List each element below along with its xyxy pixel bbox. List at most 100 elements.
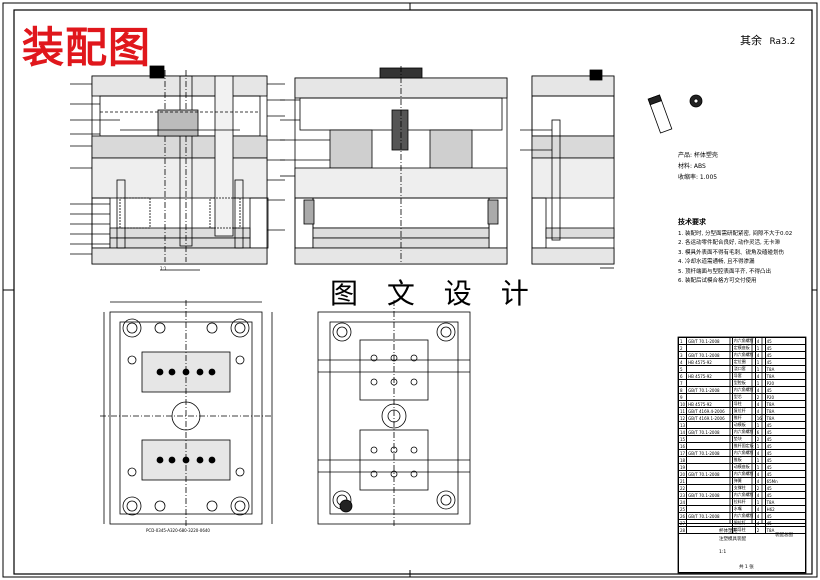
bom-cell xyxy=(686,484,733,492)
bom-cell: P20 xyxy=(764,393,807,401)
bom-cell: 24 xyxy=(677,498,688,506)
bom-cell: GB/T 70.1-2008 xyxy=(686,428,733,436)
bom-cell: 内六角螺钉 xyxy=(731,512,756,520)
bom-cell: 内六角螺钉 xyxy=(731,337,756,345)
bom-cell: 1 xyxy=(754,463,766,471)
front-section-view xyxy=(70,65,285,271)
technical-requirements: 技术要求 1. 装配时, 分型面需研配紧密, 间隙不大于0.02 2. 各运动零… xyxy=(678,218,806,287)
bom-cell: GB/T 70.1-2008 xyxy=(686,470,733,478)
bom-cell: 45 xyxy=(764,491,807,499)
bom-cell: 导套 xyxy=(731,372,756,380)
bom-cell: 1 xyxy=(754,421,766,429)
bom-cell: 45 xyxy=(764,470,807,478)
bom-cell: 4 xyxy=(754,449,766,457)
bom-cell: 4 xyxy=(754,512,766,520)
bom-cell: 4 xyxy=(677,358,688,366)
bom-cell: 4 xyxy=(754,477,766,485)
bom-cell: GB/T 70.1-2008 xyxy=(686,386,733,394)
bom-cell: GB/T 4169.1-2006 xyxy=(686,414,733,422)
bom-cell: 1 xyxy=(754,358,766,366)
bom-cell: 22 xyxy=(677,484,688,492)
bom-cell: GB/T 70.1-2008 xyxy=(686,491,733,499)
drawing-name: 注塑模具装配 xyxy=(719,537,746,542)
bom-cell: 水嘴 xyxy=(731,505,756,513)
bom-cell: 20 xyxy=(677,470,688,478)
tech-line: 2. 各运动零件配合良好, 动作灵活, 无卡滞 xyxy=(678,240,780,246)
product-info: 产品: 杯体塑壳 材料: ABS 收缩率: 1.005 xyxy=(678,150,718,183)
bom-cell: 16 xyxy=(754,414,766,422)
title-block: 杯体塑壳 注塑模具装配 装配总图 1:1 共 1 张 xyxy=(678,523,806,573)
roughness-symbol: Ra3.2 xyxy=(769,37,796,47)
bom-cell: 4 xyxy=(754,407,766,415)
bom-cell: 17 xyxy=(677,449,688,457)
bom-cell: 2 xyxy=(754,393,766,401)
bom-cell: HB 4575-92 xyxy=(686,372,733,380)
bom-cell: HB 4575-92 xyxy=(686,400,733,408)
bom-cell: 45 xyxy=(764,337,807,345)
tech-line: 1. 装配时, 分型面需研配紧密, 间隙不大于0.02 xyxy=(678,230,793,237)
bom-cell: 45 xyxy=(764,512,807,520)
bom-cell xyxy=(686,477,733,485)
bom-cell: 4 xyxy=(754,351,766,359)
bom-cell: 4 xyxy=(754,505,766,513)
sheet-count: 共 1 张 xyxy=(739,565,754,570)
bottom-code-note: PCD-0345-A320-680-3220-0640 xyxy=(146,528,210,533)
inner-border xyxy=(13,9,813,575)
bom-cell: 45 xyxy=(764,435,807,443)
bom-cell: T8A xyxy=(764,372,807,380)
bom-cell: 内六角螺钉 xyxy=(731,428,756,436)
fixed-half-plan-view xyxy=(100,300,273,528)
bom-cell: 10 xyxy=(677,400,688,408)
bom-cell: T8A xyxy=(764,400,807,408)
surface-roughness-note: 其余 Ra3.2 xyxy=(740,32,795,48)
bom-cell: T8A xyxy=(764,414,807,422)
bom-cell: 45 xyxy=(764,386,807,394)
bom-cell: 25 xyxy=(677,505,688,513)
product-sketch xyxy=(647,94,703,134)
bom-cell: 2 xyxy=(754,484,766,492)
bom-cell: 型腔板 xyxy=(731,379,756,387)
bom-cell: 推杆固定板 xyxy=(731,442,756,450)
bom-cell: 动模板 xyxy=(731,421,756,429)
bom-cell: 45 xyxy=(764,463,807,471)
bom-cell: T8A xyxy=(764,526,807,534)
moving-half-plan-view xyxy=(317,300,471,528)
bom-cell: 12 xyxy=(677,414,688,422)
bom-cell: 3 xyxy=(677,351,688,359)
bom-cell: 45 xyxy=(764,484,807,492)
tech-heading: 技术要求 xyxy=(678,218,706,226)
bom-cell xyxy=(686,442,733,450)
bom-cell: 复位杆 xyxy=(731,407,756,415)
part-name: 杯体塑壳 xyxy=(719,529,737,534)
bom-cell xyxy=(686,463,733,471)
bom-cell: 内六角螺钉 xyxy=(731,449,756,457)
bom-cell: 6 xyxy=(677,372,688,380)
bom-cell: 15 xyxy=(677,435,688,443)
bom-cell: 导柱 xyxy=(731,400,756,408)
bom-cell: 1 xyxy=(754,379,766,387)
bom-cell: 19 xyxy=(677,463,688,471)
bom-cell: 1 xyxy=(754,344,766,352)
bom-cell: 1 xyxy=(754,498,766,506)
scale-value: 1:1 xyxy=(719,550,727,555)
bom-cell: 45 xyxy=(764,449,807,457)
bom-cell: 内六角螺钉 xyxy=(731,491,756,499)
product-info-line: 材料: ABS xyxy=(678,163,706,170)
bom-cell: 1 xyxy=(754,442,766,450)
school-name: 装配总图 xyxy=(775,533,793,538)
front-scale-note: 1:1 xyxy=(160,266,167,271)
